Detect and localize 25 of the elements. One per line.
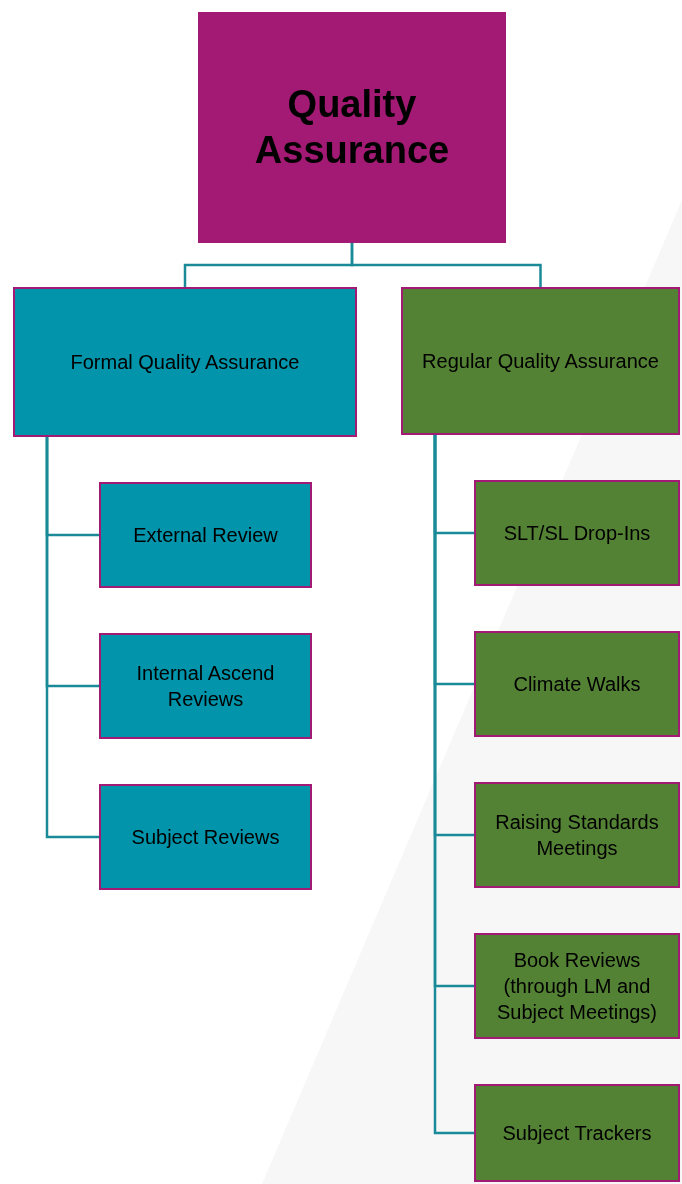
root-box (198, 12, 506, 243)
connector-line (45, 437, 99, 839)
box-label: External Review (133, 523, 278, 548)
category-box (474, 631, 680, 737)
category-box (13, 287, 357, 437)
category-box (99, 633, 312, 739)
box-label: Subject Trackers (502, 1121, 652, 1146)
box-label: Subject Reviews (131, 825, 280, 850)
box-label: Book Reviews (through LM and Subject Meetings) (495, 948, 659, 1025)
box-label: SLT/SL Drop-Ins (503, 521, 651, 546)
box-label: Raising Standards Meetings (494, 810, 660, 861)
connector-line (433, 435, 474, 1135)
category-box (474, 933, 680, 1039)
category-box (99, 482, 312, 588)
box-label: Climate Walks (513, 672, 641, 697)
box-label: Quality Assurance (253, 81, 451, 173)
box-label: Formal Quality Assurance (70, 350, 300, 375)
box-label: Internal Ascend Reviews (135, 661, 276, 712)
category-box (474, 782, 680, 888)
connector-line (350, 243, 542, 287)
box-label: Regular Quality Assurance (422, 349, 659, 374)
category-box (474, 480, 680, 586)
category-box (474, 1084, 680, 1182)
category-box (99, 784, 312, 890)
category-box (401, 287, 680, 435)
